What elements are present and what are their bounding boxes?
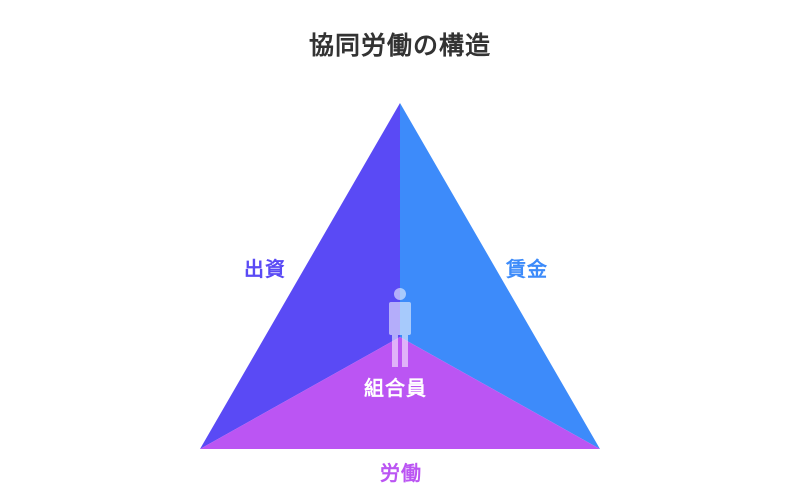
labor-segment [200,337,600,449]
investment-segment [200,103,400,449]
person-icon [389,288,411,367]
wage-label: 賃金 [506,257,548,281]
wage-segment [400,103,600,449]
labor-label: 労働 [380,461,422,485]
investment-label: 出資 [244,257,286,281]
member-label: 組合員 [364,376,427,400]
diagram-title: 協同労働の構造 [308,31,491,60]
